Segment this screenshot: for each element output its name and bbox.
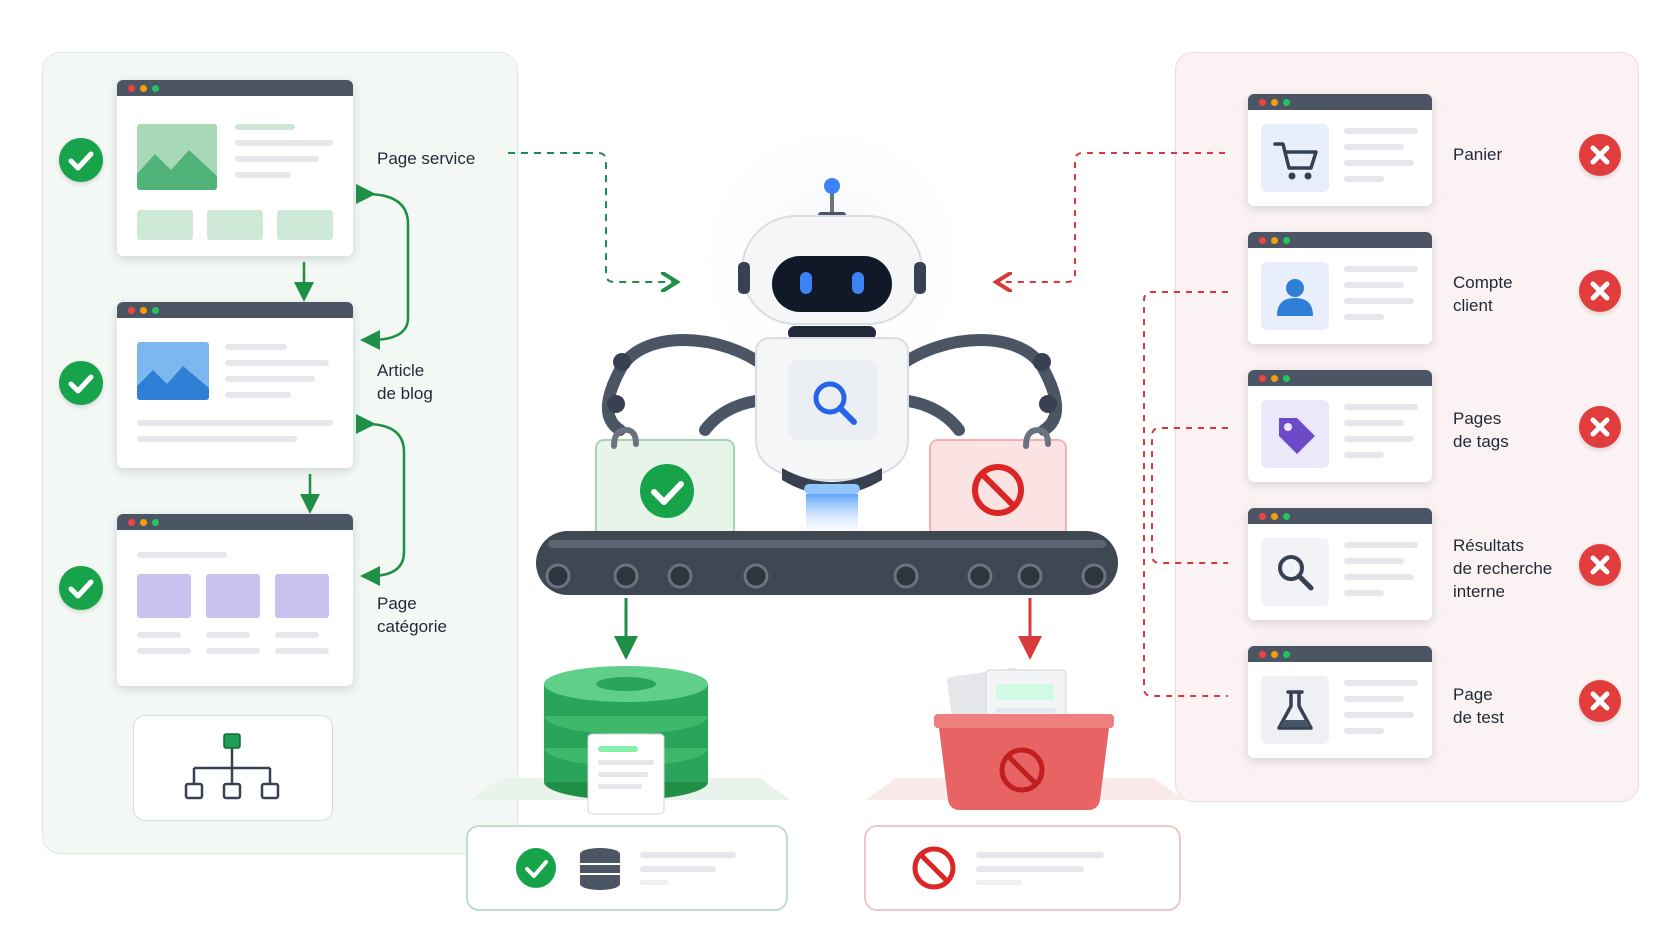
close-icon — [1579, 134, 1621, 176]
internal-search-card — [1248, 508, 1432, 620]
indexed-result-box — [466, 825, 788, 911]
blog-article-card — [117, 302, 353, 468]
blocked-flow-arrow — [998, 152, 1225, 282]
check-icon — [59, 361, 103, 405]
page-service-label: Page service — [377, 149, 476, 168]
close-icon — [1579, 406, 1621, 448]
tag-pages-label: Pages de tags — [1453, 409, 1509, 451]
close-icon — [1579, 544, 1621, 586]
trash-bin-icon — [866, 667, 1184, 810]
close-icon — [1579, 680, 1621, 722]
sitemap-icon — [184, 733, 280, 800]
accepted-document — [595, 426, 735, 543]
excluded-result-box — [864, 825, 1181, 911]
category-page-label: Page catégorie — [377, 594, 447, 636]
rejected-document — [929, 426, 1067, 541]
cart-label: Panier — [1453, 145, 1503, 164]
database-icon — [470, 666, 790, 815]
test-page-card — [1248, 646, 1432, 758]
close-icon — [1579, 270, 1621, 312]
internal-search-label: Résultats de recherche interne — [1453, 536, 1553, 601]
check-icon — [59, 566, 103, 610]
robot-icon — [602, 178, 1062, 530]
customer-account-card — [1248, 232, 1432, 344]
sitemap-box — [133, 715, 333, 821]
allowed-flow-arrow — [508, 152, 675, 282]
category-page-card — [117, 514, 353, 686]
image-placeholder-icon — [137, 342, 209, 400]
cart-icon — [1261, 124, 1329, 192]
customer-account-label: Compte client — [1453, 273, 1513, 315]
check-icon — [59, 138, 103, 182]
blog-article-label: Article de blog — [377, 361, 433, 403]
user-icon — [1261, 262, 1329, 330]
page-service-card — [117, 80, 353, 256]
search-icon — [1261, 538, 1329, 606]
cart-page-card — [1248, 94, 1432, 206]
flask-icon — [1261, 676, 1329, 744]
image-placeholder-icon — [137, 124, 217, 190]
conveyor-belt-icon — [536, 531, 1118, 595]
test-page-label: Page de test — [1453, 685, 1505, 727]
tag-pages-card — [1248, 370, 1432, 482]
blocked-flow-connector — [1143, 291, 1228, 697]
tag-icon — [1261, 400, 1329, 468]
